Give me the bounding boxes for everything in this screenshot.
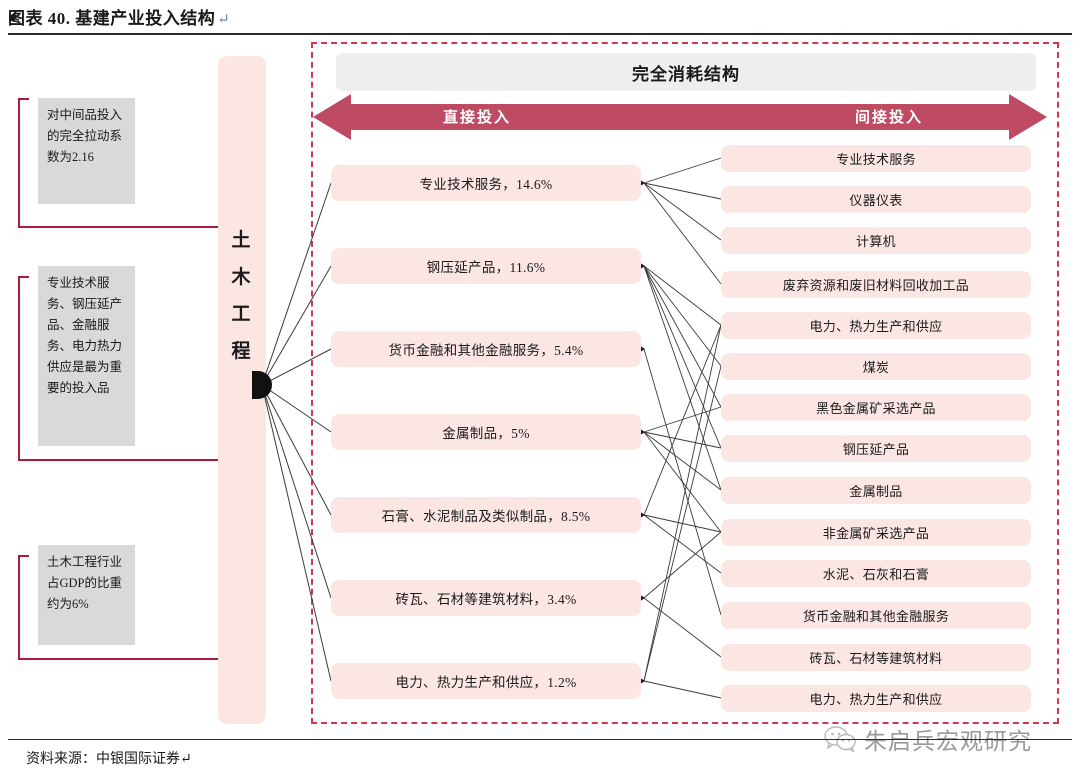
rail-2 [18, 459, 220, 461]
watermark: 朱启兵宏观研究 [824, 722, 1032, 756]
indirect-input-label-6: 煤炭 [862, 360, 890, 375]
indirect-input-label-13: 砖瓦、石材等建筑材料 [809, 651, 943, 666]
direct-input-label-3: 货币金融和其他金融服务，5.4% [388, 343, 584, 358]
indirect-input-label-3: 计算机 [856, 234, 896, 249]
indirect-input-label-11: 水泥、石灰和石膏 [822, 567, 930, 582]
direct-input-label-7: 电力、热力生产和供应，1.2% [395, 675, 577, 690]
indirect-input-label-4: 废弃资源和废旧材料回收加工品 [782, 278, 970, 293]
wechat-icon [824, 726, 856, 752]
indirect-input-box-9[interactable]: 金属制品 [721, 477, 1031, 504]
trunk-char-2: 工 [231, 304, 253, 325]
direct-input-box-3[interactable]: 货币金融和其他金融服务，5.4% [331, 331, 641, 367]
annotation-brace-1 [18, 98, 29, 228]
indirect-input-box-2[interactable]: 仪器仪表 [721, 186, 1031, 213]
arrow-right-label: 间接投入 [855, 110, 924, 126]
band-title: 完全消耗结构 [632, 64, 740, 84]
watermark-text: 朱启兵宏观研究 [864, 729, 1032, 755]
indirect-input-box-5[interactable]: 电力、热力生产和供应 [721, 312, 1031, 339]
indirect-input-box-7[interactable]: 黑色金属矿采选产品 [721, 394, 1031, 421]
direct-input-box-6[interactable]: 砖瓦、石材等建筑材料，3.4% [331, 580, 641, 616]
trunk-bar [218, 56, 266, 724]
indirect-input-box-4[interactable]: 废弃资源和废旧材料回收加工品 [721, 271, 1031, 298]
indirect-input-label-1: 专业技术服务 [836, 152, 916, 167]
annotation-brace-2 [18, 276, 29, 461]
page-title-text: 图表 40. 基建产业投入结构 [8, 9, 216, 28]
indirect-input-box-11[interactable]: 水泥、石灰和石膏 [721, 560, 1031, 587]
indirect-input-label-9: 金属制品 [849, 484, 903, 499]
indirect-input-label-10: 非金属矿采选产品 [822, 526, 930, 541]
footer-divider [8, 739, 1072, 740]
title-divider [8, 33, 1072, 35]
indirect-input-box-10[interactable]: 非金属矿采选产品 [721, 519, 1031, 546]
trunk-char-3: 程 [231, 341, 253, 362]
double-arrow-icon [313, 94, 1047, 140]
indirect-input-box-3[interactable]: 计算机 [721, 227, 1031, 254]
indirect-input-label-5: 电力、热力生产和供应 [809, 319, 943, 334]
direct-input-box-4[interactable]: 金属制品，5% [331, 414, 641, 450]
rail-3 [18, 658, 220, 660]
annotation-text-1: 对中间品投入的完全拉动系数为2.16 [47, 108, 123, 164]
rail-1 [18, 226, 220, 228]
title-bullet-icon [9, 15, 15, 21]
trunk-char-1: 木 [231, 267, 253, 288]
annotation-brace-3 [18, 555, 29, 660]
indirect-input-box-14[interactable]: 电力、热力生产和供应 [721, 685, 1031, 712]
direct-input-label-6: 砖瓦、石材等建筑材料，3.4% [395, 592, 577, 607]
trunk-label: 土 木 工 程 [218, 222, 266, 370]
direct-input-label-1: 专业技术服务，14.6% [419, 177, 553, 192]
direct-input-box-1[interactable]: 专业技术服务，14.6% [331, 165, 641, 201]
direct-input-label-5: 石膏、水泥制品及类似制品，8.5% [381, 509, 591, 524]
band-background [336, 53, 1036, 91]
indirect-input-label-14: 电力、热力生产和供应 [809, 692, 943, 707]
direct-input-box-5[interactable]: 石膏、水泥制品及类似制品，8.5% [331, 497, 641, 533]
annotation-box-3: 土木工程行业占GDP的比重约为6% [38, 545, 135, 645]
indirect-input-label-7: 黑色金属矿采选产品 [816, 401, 936, 416]
indirect-input-box-1[interactable]: 专业技术服务 [721, 145, 1031, 172]
indirect-input-label-8: 钢压延产品 [842, 442, 910, 457]
page-title: 图表 40. 基建产业投入结构↵ [8, 4, 230, 29]
arrow-left-label: 直接投入 [443, 110, 512, 126]
annotation-text-3: 土木工程行业占GDP的比重约为6% [47, 555, 123, 611]
annotation-box-1: 对中间品投入的完全拉动系数为2.16 [38, 98, 135, 204]
annotation-box-2: 专业技术服务、钢压延产品、金融服务、电力热力供应是最为重要的投入品 [38, 266, 135, 446]
direct-input-label-4: 金属制品，5% [442, 426, 530, 441]
indirect-input-box-13[interactable]: 砖瓦、石材等建筑材料 [721, 644, 1031, 671]
indirect-input-label-12: 货币金融和其他金融服务 [802, 609, 950, 624]
source-note: 资料来源：中银国际证券↵ [26, 752, 192, 767]
indirect-input-box-12[interactable]: 货币金融和其他金融服务 [721, 602, 1031, 629]
annotation-text-2: 专业技术服务、钢压延产品、金融服务、电力热力供应是最为重要的投入品 [47, 276, 123, 395]
indirect-input-label-2: 仪器仪表 [849, 193, 903, 208]
trunk-char-0: 土 [231, 230, 253, 251]
direct-input-box-7[interactable]: 电力、热力生产和供应，1.2% [331, 663, 641, 699]
direct-input-box-2[interactable]: 钢压延产品，11.6% [331, 248, 641, 284]
indirect-input-box-6[interactable]: 煤炭 [721, 353, 1031, 380]
pilcrow-mark: ↵ [217, 12, 231, 28]
indirect-input-box-8[interactable]: 钢压延产品 [721, 435, 1031, 462]
direct-input-label-2: 钢压延产品，11.6% [426, 260, 546, 275]
